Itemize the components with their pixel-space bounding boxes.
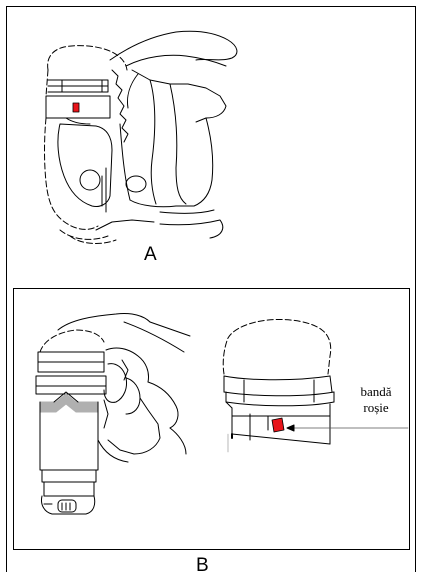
annotation-line-1: bandă xyxy=(346,385,406,400)
figure-b-caption: B xyxy=(196,556,209,575)
figure-b-grey-band xyxy=(40,392,98,414)
figure-b-bottom-cap xyxy=(41,496,94,514)
figure-a-caption: A xyxy=(144,245,157,264)
figure-b-dashed-cap xyxy=(223,319,331,374)
figure-a-camera-body xyxy=(58,124,112,207)
figure-b-hand xyxy=(58,313,150,330)
figure-a-drawing xyxy=(45,31,237,243)
figure-a-dial xyxy=(80,170,100,190)
figure-a-red-band xyxy=(73,103,79,112)
figure-b-red-band xyxy=(272,418,284,432)
figure-a-dashed-outline xyxy=(48,46,127,70)
figure-b-arrowhead xyxy=(287,425,294,431)
figure-b-left-drawing xyxy=(36,313,190,514)
annotation-line-2: roșie xyxy=(346,401,406,416)
